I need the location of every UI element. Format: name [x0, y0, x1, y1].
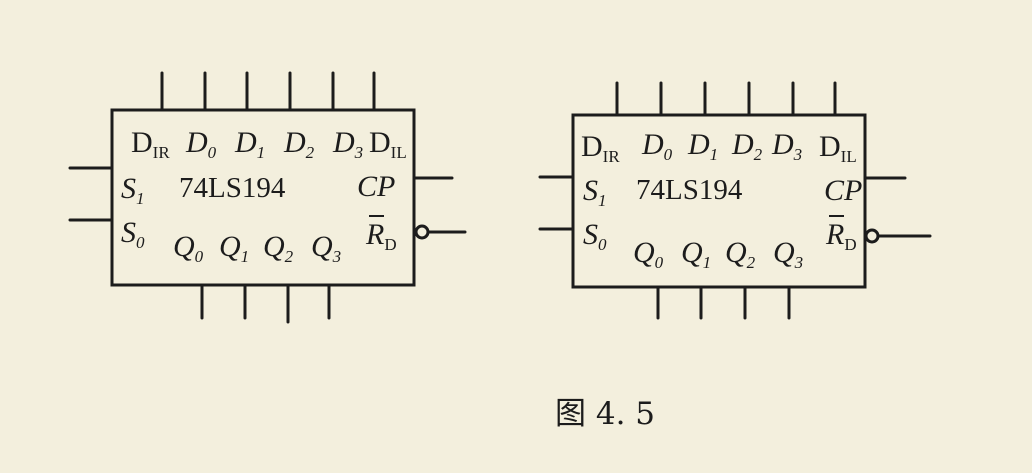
chip-name: 74LS194: [636, 174, 743, 206]
label-cp: CP: [357, 170, 396, 203]
label-q1: Q1: [219, 230, 250, 266]
label-s1: S1: [583, 174, 607, 210]
label-s0: S0: [121, 216, 145, 252]
label-s0: S0: [583, 218, 607, 254]
label-d1: D1: [688, 128, 719, 164]
label-rd: RD: [826, 215, 857, 253]
label-q1: Q1: [681, 236, 712, 272]
label-d2: D2: [284, 126, 315, 162]
label-dil: DIL: [819, 130, 857, 166]
label-q2: Q2: [725, 236, 756, 272]
pin-rd-bubble: [864, 228, 880, 244]
label-s1: S1: [121, 172, 145, 208]
label-d0: D0: [642, 128, 673, 164]
label-d1: D1: [235, 126, 266, 162]
label-d2: D2: [732, 128, 763, 164]
figure-caption: 图 4. 5: [555, 396, 656, 432]
rd-overbar: [829, 215, 844, 217]
label-dil: DIL: [369, 126, 407, 162]
label-cp: CP: [824, 174, 863, 207]
chip-left-body: [110, 108, 416, 287]
label-q0: Q0: [173, 230, 204, 266]
rd-overbar: [369, 215, 384, 217]
label-dir: DIR: [131, 126, 170, 162]
label-q3: Q3: [773, 236, 804, 272]
label-rd: RD: [366, 215, 397, 253]
label-d3: D3: [333, 126, 364, 162]
chip-right-body: [571, 113, 867, 289]
label-d0: D0: [186, 126, 217, 162]
label-q2: Q2: [263, 230, 294, 266]
label-d3: D3: [772, 128, 803, 164]
label-q0: Q0: [633, 236, 664, 272]
label-q3: Q3: [311, 230, 342, 266]
chip-name: 74LS194: [179, 172, 286, 204]
label-dir: DIR: [581, 130, 620, 166]
